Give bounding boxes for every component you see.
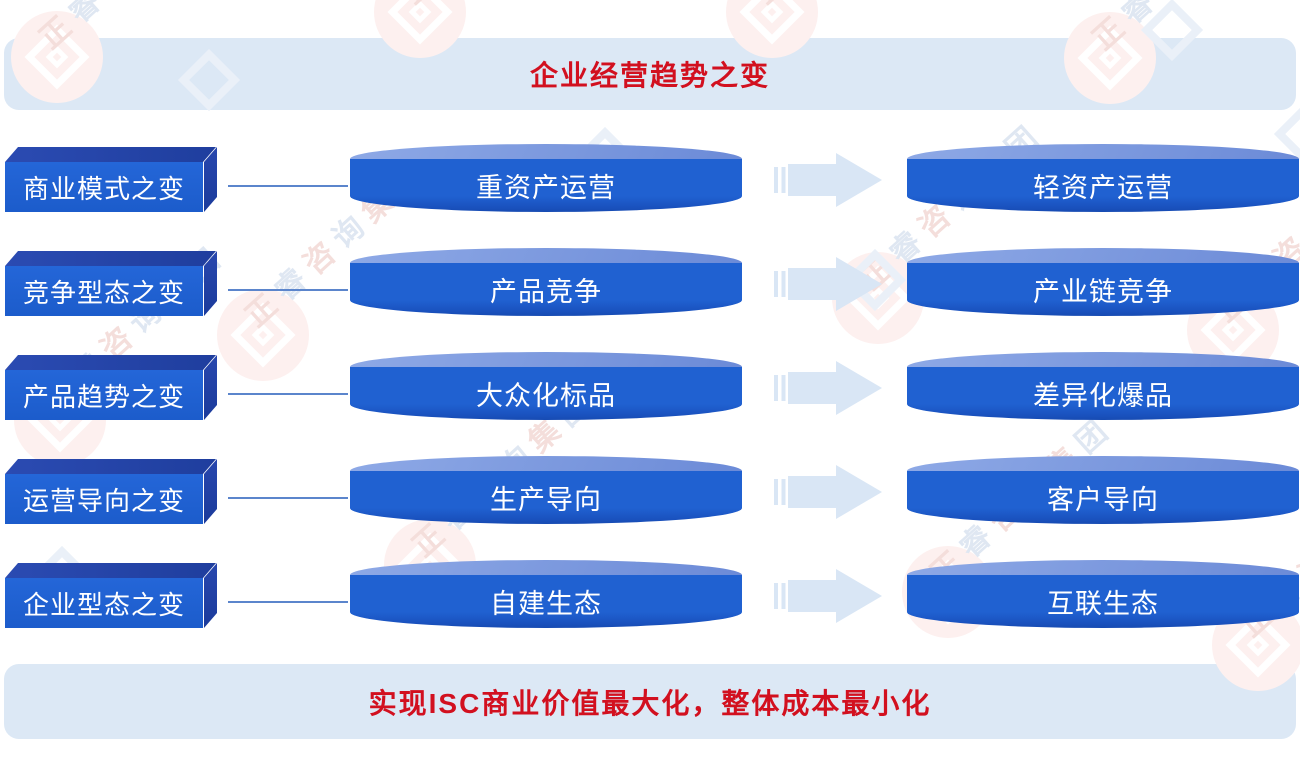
from-cylinder-label: 产品竞争 <box>490 277 602 307</box>
change-box-label: 运营导向之变 <box>22 485 185 516</box>
right-arrow-icon <box>774 153 882 207</box>
right-arrow-icon <box>774 569 882 623</box>
to-cylinder: 产业链竞争 <box>907 248 1299 322</box>
box-top-face <box>5 355 216 370</box>
to-cylinder-label: 客户导向 <box>1047 485 1159 515</box>
right-arrow-icon <box>774 257 882 311</box>
cylinder-body: 互联生态 <box>907 575 1299 628</box>
watermark-text: 正睿咨询集团 <box>391 0 594 12</box>
box-front-face: 竞争型态之变 <box>5 266 203 316</box>
connector-line <box>228 497 348 499</box>
to-cylinder-label: 产业链竞争 <box>1033 277 1173 307</box>
box-front-face: 商业模式之变 <box>5 162 203 212</box>
cylinder-body: 产业链竞争 <box>907 263 1299 316</box>
box-side-face <box>204 355 217 420</box>
change-box: 运营导向之变 <box>5 459 218 524</box>
box-front-face: 运营导向之变 <box>5 474 203 524</box>
change-box-label: 商业模式之变 <box>22 173 185 204</box>
top-banner: 企业经营趋势之变 <box>4 38 1296 110</box>
box-front-face: 企业型态之变 <box>5 578 203 628</box>
to-cylinder: 互联生态 <box>907 560 1299 634</box>
cylinder-body: 轻资产运营 <box>907 159 1299 212</box>
change-box-label: 产品趋势之变 <box>22 381 185 412</box>
change-box: 产品趋势之变 <box>5 355 218 420</box>
cylinder-body: 差异化爆品 <box>907 367 1299 420</box>
cylinder-body: 重资产运营 <box>350 159 742 212</box>
from-cylinder-label: 自建生态 <box>490 589 602 619</box>
box-top-face <box>5 251 216 266</box>
right-arrow-icon <box>774 361 882 415</box>
diagram-row: 企业型态之变 自建生态 互联生态 <box>0 560 1300 634</box>
diagram-row: 运营导向之变 生产导向 客户导向 <box>0 456 1300 530</box>
to-cylinder: 轻资产运营 <box>907 144 1299 218</box>
to-cylinder: 客户导向 <box>907 456 1299 530</box>
connector-line <box>228 601 348 603</box>
from-cylinder: 产品竞争 <box>350 248 742 322</box>
change-box: 企业型态之变 <box>5 563 218 628</box>
from-cylinder: 重资产运营 <box>350 144 742 218</box>
bottom-banner: 实现ISC商业价值最大化，整体成本最小化 <box>4 664 1296 739</box>
box-front-face: 产品趋势之变 <box>5 370 203 420</box>
to-cylinder: 差异化爆品 <box>907 352 1299 426</box>
from-cylinder: 自建生态 <box>350 560 742 634</box>
connector-line <box>228 185 348 187</box>
watermark-text: 正睿咨询集团 <box>743 0 946 12</box>
box-side-face <box>204 251 217 316</box>
diagram-row: 产品趋势之变 大众化标品 差异化爆品 <box>0 352 1300 426</box>
from-cylinder: 大众化标品 <box>350 352 742 426</box>
from-cylinder-label: 重资产运营 <box>476 173 616 203</box>
connector-line <box>228 393 348 395</box>
change-box-label: 企业型态之变 <box>22 589 185 620</box>
box-top-face <box>5 147 216 162</box>
from-cylinder-label: 大众化标品 <box>476 381 616 411</box>
diagram-row: 竞争型态之变 产品竞争 产业链竞争 <box>0 248 1300 322</box>
box-side-face <box>204 147 217 212</box>
to-cylinder-label: 互联生态 <box>1047 589 1159 619</box>
to-cylinder-label: 轻资产运营 <box>1033 173 1173 203</box>
from-cylinder-label: 生产导向 <box>490 485 602 515</box>
cylinder-body: 生产导向 <box>350 471 742 524</box>
footer-title: 实现ISC商业价值最大化，整体成本最小化 <box>368 687 932 719</box>
connector-line <box>228 289 348 291</box>
box-side-face <box>204 459 217 524</box>
cylinder-body: 产品竞争 <box>350 263 742 316</box>
change-box: 竞争型态之变 <box>5 251 218 316</box>
from-cylinder: 生产导向 <box>350 456 742 530</box>
cylinder-body: 大众化标品 <box>350 367 742 420</box>
cylinder-body: 自建生态 <box>350 575 742 628</box>
page-title: 企业经营趋势之变 <box>529 60 770 91</box>
box-side-face <box>204 563 217 628</box>
box-top-face <box>5 563 216 578</box>
cylinder-body: 客户导向 <box>907 471 1299 524</box>
diagram-row: 商业模式之变 重资产运营 轻资产运营 <box>0 144 1300 218</box>
box-top-face <box>5 459 216 474</box>
change-box-label: 竞争型态之变 <box>22 277 185 308</box>
to-cylinder-label: 差异化爆品 <box>1033 381 1173 411</box>
right-arrow-icon <box>774 465 882 519</box>
change-box: 商业模式之变 <box>5 147 218 212</box>
